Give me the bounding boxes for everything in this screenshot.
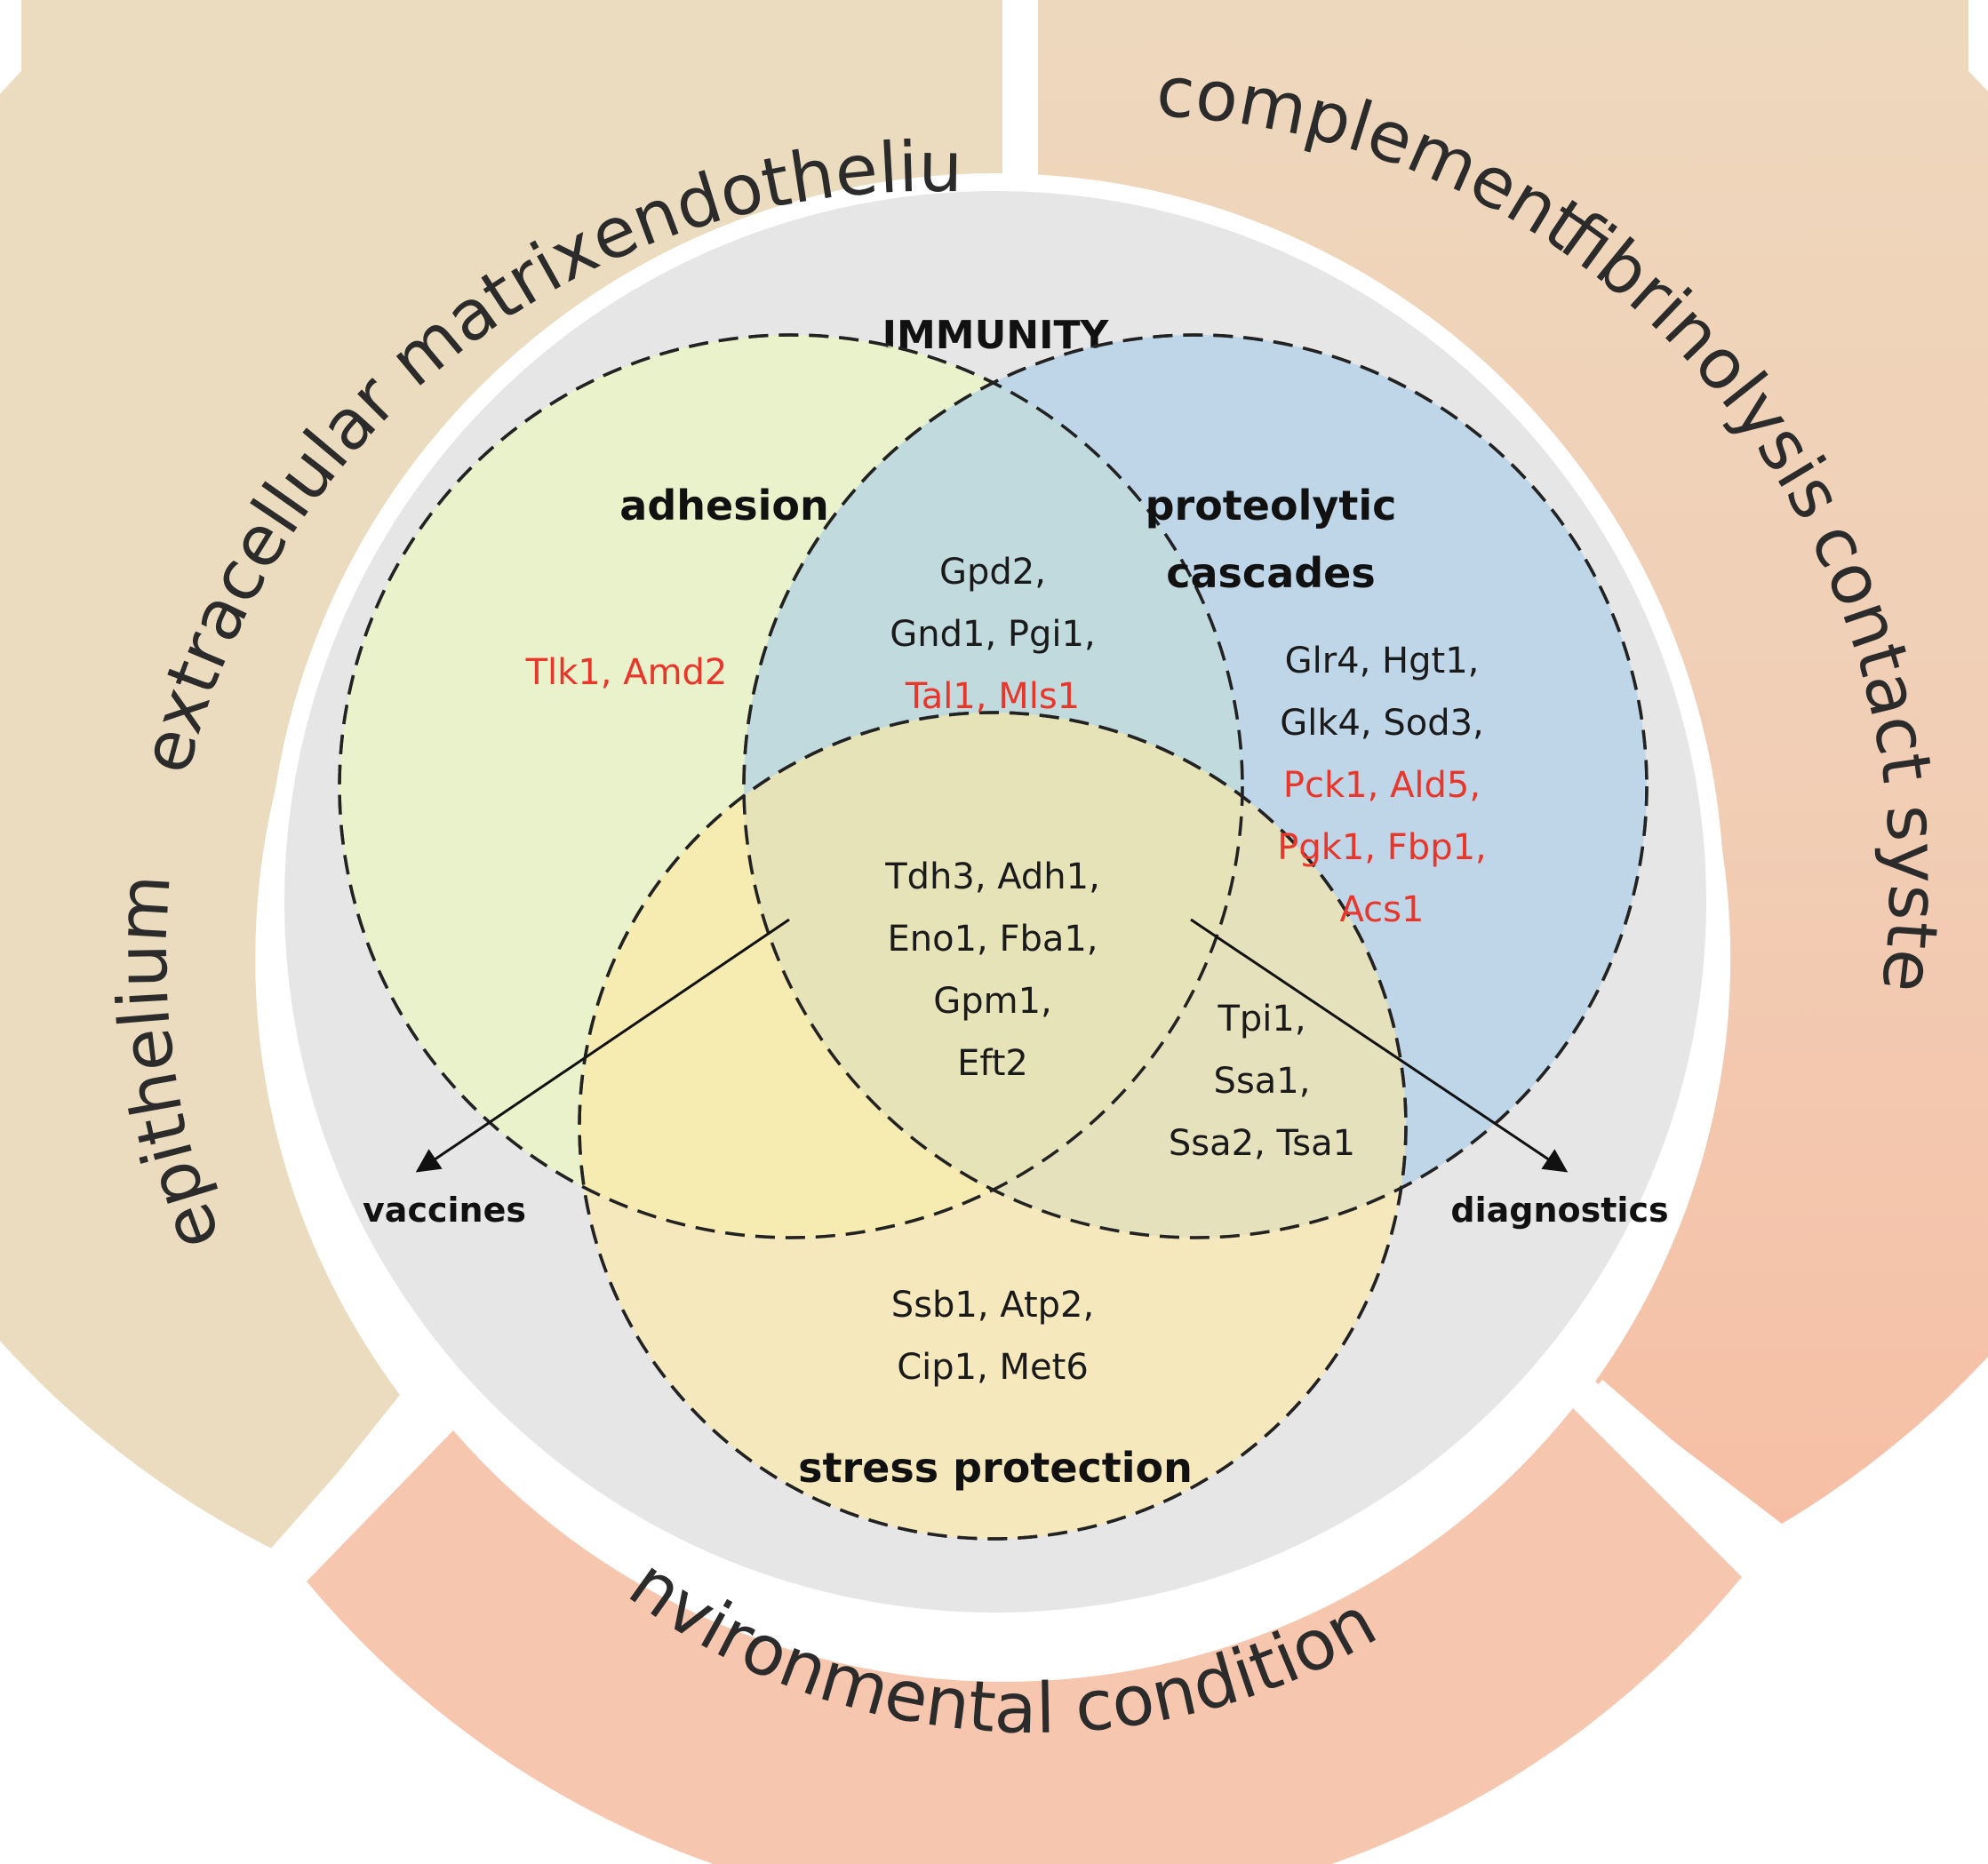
venn-outline-adhesion <box>338 333 1244 1239</box>
genes-all-three-line4: Eft2 <box>957 1043 1028 1084</box>
genes-adhesion-proteolytic-line1: Gpd2, <box>939 552 1046 593</box>
arrow-icon-vaccines <box>415 918 790 1173</box>
center-title: IMMUNITY <box>882 313 1110 358</box>
genes-adhesion-only: Tlk1, Amd2 <box>525 652 728 693</box>
venn-outline-stress <box>578 711 1408 1541</box>
set-label-adhesion: adhesion <box>619 482 828 530</box>
set-label-proteolytic-line2: cascades <box>1166 549 1376 597</box>
venn-outline-proteolytic <box>742 333 1649 1239</box>
genes-proteolytic-only-line2: Glk4, Sod3, <box>1280 703 1484 744</box>
genes-proteolytic-stress-line2: Ssa1, <box>1214 1061 1311 1102</box>
genes-proteolytic-stress-line3: Ssa2, Tsa1 <box>1169 1123 1355 1164</box>
genes-proteolytic-only-red-line2: Pgk1, Fbp1, <box>1277 827 1487 868</box>
set-label-proteolytic-line1: proteolytic <box>1146 482 1397 530</box>
genes-adhesion-proteolytic-line2: Gnd1, Pgi1, <box>890 614 1095 655</box>
outer-ring-right-segment <box>1035 0 1988 1524</box>
genes-all-three-line1: Tdh3, Adh1, <box>884 856 1100 897</box>
genes-adhesion-proteolytic-red: Tal1, Mls1 <box>905 676 1080 717</box>
genes-all-three-line3: Gpm1, <box>933 981 1052 1022</box>
outer-ring-bottom-segment <box>307 1408 1742 1864</box>
genes-stress-only-line1: Ssb1, Atp2, <box>891 1285 1094 1326</box>
genes-proteolytic-stress-line1: Tpi1, <box>1217 999 1305 1040</box>
arrow-icon-diagnostics <box>1190 918 1569 1173</box>
outer-ring-left-segment <box>0 0 1004 1550</box>
application-label-diagnostics: diagnostics <box>1450 1191 1668 1230</box>
genes-stress-only-line2: Cip1, Met6 <box>897 1347 1089 1388</box>
genes-proteolytic-only-red-line1: Pck1, Ald5, <box>1283 765 1481 806</box>
ring-gap-left <box>244 1398 430 1603</box>
ring-gap-right <box>1578 1379 1785 1565</box>
set-label-stress-protection: stress protection <box>798 1444 1193 1492</box>
genes-proteolytic-only-line1: Glr4, Hgt1, <box>1285 641 1480 681</box>
genes-proteolytic-only-red-line3: Acs1 <box>1340 889 1425 930</box>
genes-all-three-line2: Eno1, Fba1, <box>887 919 1098 960</box>
application-label-vaccines: vaccines <box>363 1191 526 1230</box>
